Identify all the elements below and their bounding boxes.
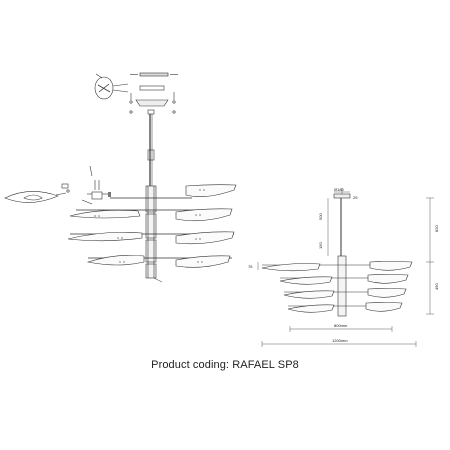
blade-screws xyxy=(94,189,205,263)
lamp-detail xyxy=(4,165,111,205)
suspension-rod xyxy=(147,114,155,186)
elevation-view xyxy=(257,188,434,347)
mounting-plate-detail xyxy=(130,72,178,77)
dim-blade-height: 76 xyxy=(248,264,253,269)
dimension-lines xyxy=(257,191,434,347)
dim-cap: 25 xyxy=(353,195,358,200)
exploded-view xyxy=(4,72,237,283)
elevation-blades xyxy=(261,261,413,313)
bracket-detail-icon xyxy=(94,73,129,100)
dim-rod-height: 500 xyxy=(318,213,323,220)
blades-left xyxy=(67,209,145,266)
dim-total-width: 1200mm xyxy=(332,338,348,343)
central-column xyxy=(145,185,157,279)
product-caption: Product coding: RAFAEL SP8 xyxy=(151,359,299,371)
dim-lower-total: 490 xyxy=(434,283,439,290)
dim-upper-total: 820 xyxy=(434,225,439,232)
blades-right xyxy=(175,184,237,268)
dim-diameter: Ø180 xyxy=(334,187,345,192)
ceiling-canopy xyxy=(129,85,176,115)
dim-inner-width: 800mm xyxy=(334,323,348,328)
dim-stem-height: 150 xyxy=(318,242,323,249)
